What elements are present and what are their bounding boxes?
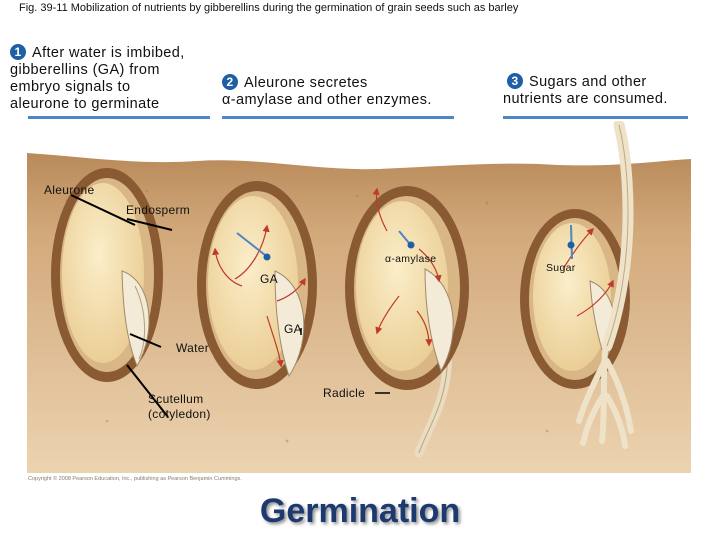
seed-4: [520, 121, 634, 449]
step-2: 2 Aleurone secretes α-amylase and other e…: [222, 74, 432, 109]
figure-caption: Fig. 39-11 Mobilization of nutrients by …: [19, 2, 519, 14]
step-1-line-2: gibberellins (GA) from: [10, 62, 160, 78]
step-3-line-1: Sugars and other: [529, 74, 647, 90]
step-2-rule: [222, 116, 454, 119]
seed-1: [51, 168, 163, 382]
step-2-badge: 2: [222, 74, 238, 90]
step-3-line-2: nutrients are consumed.: [503, 91, 668, 107]
label-scutellum: Scutellum (cotyledon): [148, 392, 211, 422]
label-water: Water: [176, 341, 210, 355]
step-3-rule: [503, 116, 688, 119]
label-scutellum-line-1: Scutellum: [148, 392, 204, 406]
label-ga-1: GA: [260, 272, 278, 286]
step-1: 1 After water is imbibed, gibberellins (G…: [10, 44, 185, 113]
label-sugar: Sugar: [546, 262, 576, 274]
slide-title: Germination: [259, 492, 461, 530]
label-amylase: α-amylase: [385, 253, 437, 265]
step-1-line-1: After water is imbibed,: [32, 45, 185, 61]
label-scutellum-line-2: (cotyledon): [148, 407, 211, 421]
step-3: 3 Sugars and other nutrients are consumed…: [503, 73, 668, 108]
label-radicle: Radicle: [323, 386, 366, 400]
germination-illustration: [27, 121, 691, 473]
seed-3: [345, 186, 469, 458]
step-2-line-1: Aleurone secretes: [244, 75, 368, 91]
seed-2: [197, 181, 317, 389]
seedling-roots: [576, 348, 634, 449]
step-3-badge: 3: [507, 73, 523, 89]
step-1-line-3: embryo signals to: [10, 79, 131, 95]
step-1-rule: [28, 116, 210, 119]
label-ga-2: GA: [284, 322, 302, 336]
step-1-badge: 1: [10, 44, 26, 60]
label-aleurone: Aleurone: [44, 183, 95, 197]
copyright-notice: Copyright © 2008 Pearson Education, Inc.…: [28, 476, 242, 482]
step-2-line-2: α-amylase and other enzymes.: [222, 92, 432, 108]
label-pointers: [70, 194, 575, 418]
step-1-line-4: aleurone to germinate: [10, 96, 160, 112]
label-endosperm: Endosperm: [126, 203, 191, 217]
